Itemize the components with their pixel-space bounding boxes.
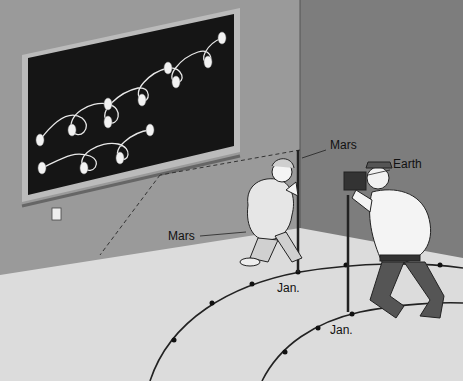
- planet-marks: [36, 32, 226, 174]
- chalk-tray: [22, 156, 240, 206]
- planet-label: Earth: [392, 158, 423, 171]
- wall-switch: [52, 208, 61, 220]
- retrograde-loops: [40, 38, 222, 170]
- planet-label: Mars: [329, 139, 358, 152]
- mars-person: [240, 150, 302, 272]
- earth-person: [344, 162, 444, 318]
- orbits: [150, 264, 463, 381]
- leader-lines: [200, 150, 390, 236]
- wall-corner: [300, 0, 301, 228]
- board-frame: [22, 8, 240, 202]
- month-label: Jan.: [276, 282, 301, 295]
- blackboard: [28, 14, 234, 195]
- month-label: Jan.: [329, 324, 354, 337]
- planet-label: Mars: [167, 230, 196, 243]
- orbit-dots: [172, 260, 443, 355]
- sight-line: [100, 175, 160, 255]
- back-wall: [0, 0, 300, 275]
